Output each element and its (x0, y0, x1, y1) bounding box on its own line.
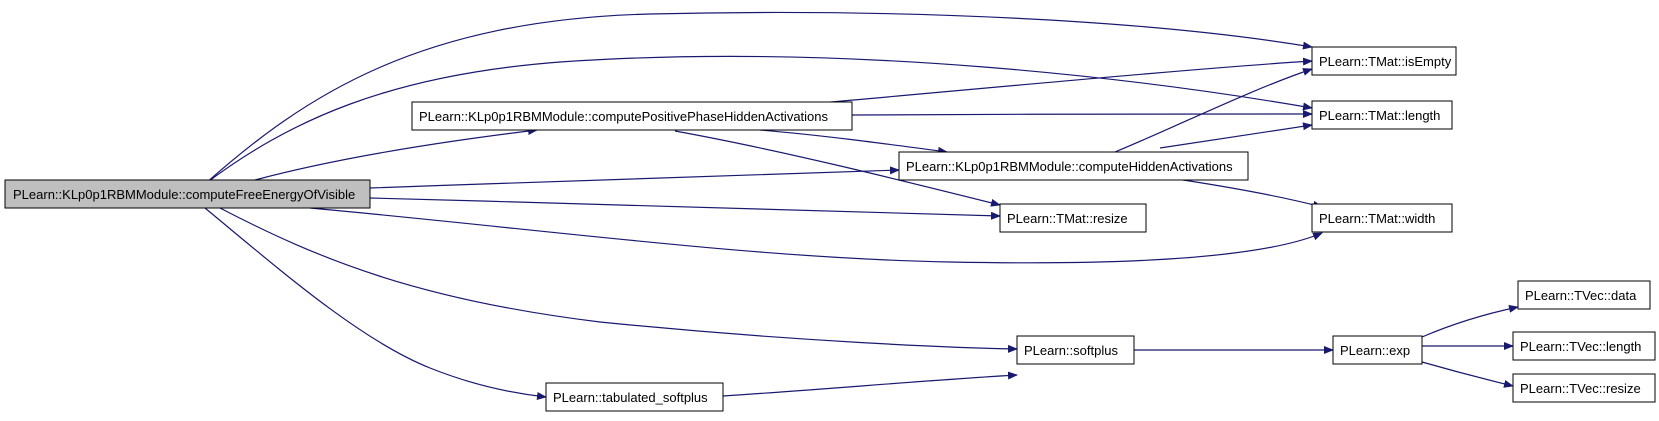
node-softplus[interactable]: PLearn::softplus (1016, 335, 1135, 365)
node-length-label: PLearn::TMat::length (1319, 108, 1440, 123)
node-isempty-label: PLearn::TMat::isEmpty (1319, 54, 1452, 69)
node-exp-label: PLearn::exp (1340, 343, 1410, 358)
node-tabulated-label: PLearn::tabulated_softplus (553, 390, 708, 405)
node-root[interactable]: PLearn::KLp0p1RBMModule::computeFreeEner… (4, 179, 371, 209)
edge-hidden-width (1169, 177, 1323, 209)
node-positive[interactable]: PLearn::KLp0p1RBMModule::computePositive… (411, 101, 853, 131)
node-softplus-label: PLearn::softplus (1024, 343, 1118, 358)
edge-root-softplus (219, 207, 1018, 353)
edge-root-resize (369, 197, 1001, 220)
node-hidden[interactable]: PLearn::KLp0p1RBMModule::computeHiddenAc… (898, 151, 1249, 181)
node-hidden-label: PLearn::KLp0p1RBMModule::computeHiddenAc… (906, 159, 1233, 174)
node-vresize[interactable]: PLearn::TVec::resize (1512, 373, 1656, 403)
node-vdata[interactable]: PLearn::TVec::data (1517, 280, 1651, 310)
node-exp[interactable]: PLearn::exp (1332, 335, 1423, 365)
node-width-label: PLearn::TMat::width (1319, 211, 1435, 226)
edge-root-width (309, 207, 1323, 264)
node-root-label: PLearn::KLp0p1RBMModule::computeFreeEner… (13, 187, 355, 202)
node-positive-label: PLearn::KLp0p1RBMModule::computePositive… (419, 109, 829, 124)
node-tabulated[interactable]: PLearn::tabulated_softplus (545, 382, 724, 412)
edge-positive-isempty (819, 57, 1313, 104)
edge-hidden-isempty (1114, 68, 1313, 153)
nodes-group: PLearn::KLp0p1RBMModule::computeFreeEner… (4, 46, 1656, 412)
node-resize-label: PLearn::TMat::resize (1007, 211, 1128, 226)
node-isempty[interactable]: PLearn::TMat::isEmpty (1311, 46, 1457, 76)
edge-tabulated-softplus (722, 371, 1018, 397)
edge-root-positive (254, 127, 538, 181)
node-vresize-label: PLearn::TVec::resize (1520, 381, 1641, 396)
edge-positive-resize (674, 130, 1001, 207)
edge-positive-length (851, 110, 1313, 119)
edge-root-length (204, 55, 1313, 185)
edges-group (204, 11, 1519, 400)
edge-exp-vresize (1421, 361, 1514, 388)
edge-root-isempty (204, 11, 1313, 185)
edge-positive-hidden (759, 129, 948, 155)
edge-hidden-length (1159, 122, 1313, 149)
node-width[interactable]: PLearn::TMat::width (1311, 203, 1453, 233)
node-length[interactable]: PLearn::TMat::length (1311, 100, 1453, 130)
node-resize[interactable]: PLearn::TMat::resize (999, 203, 1147, 233)
edge-exp-vdata (1421, 304, 1519, 338)
edge-root-hidden (369, 166, 900, 189)
node-vlength-label: PLearn::TVec::length (1520, 339, 1641, 354)
edge-root-tabulated (204, 207, 547, 400)
node-vlength[interactable]: PLearn::TVec::length (1512, 331, 1656, 361)
node-vdata-label: PLearn::TVec::data (1525, 288, 1637, 303)
